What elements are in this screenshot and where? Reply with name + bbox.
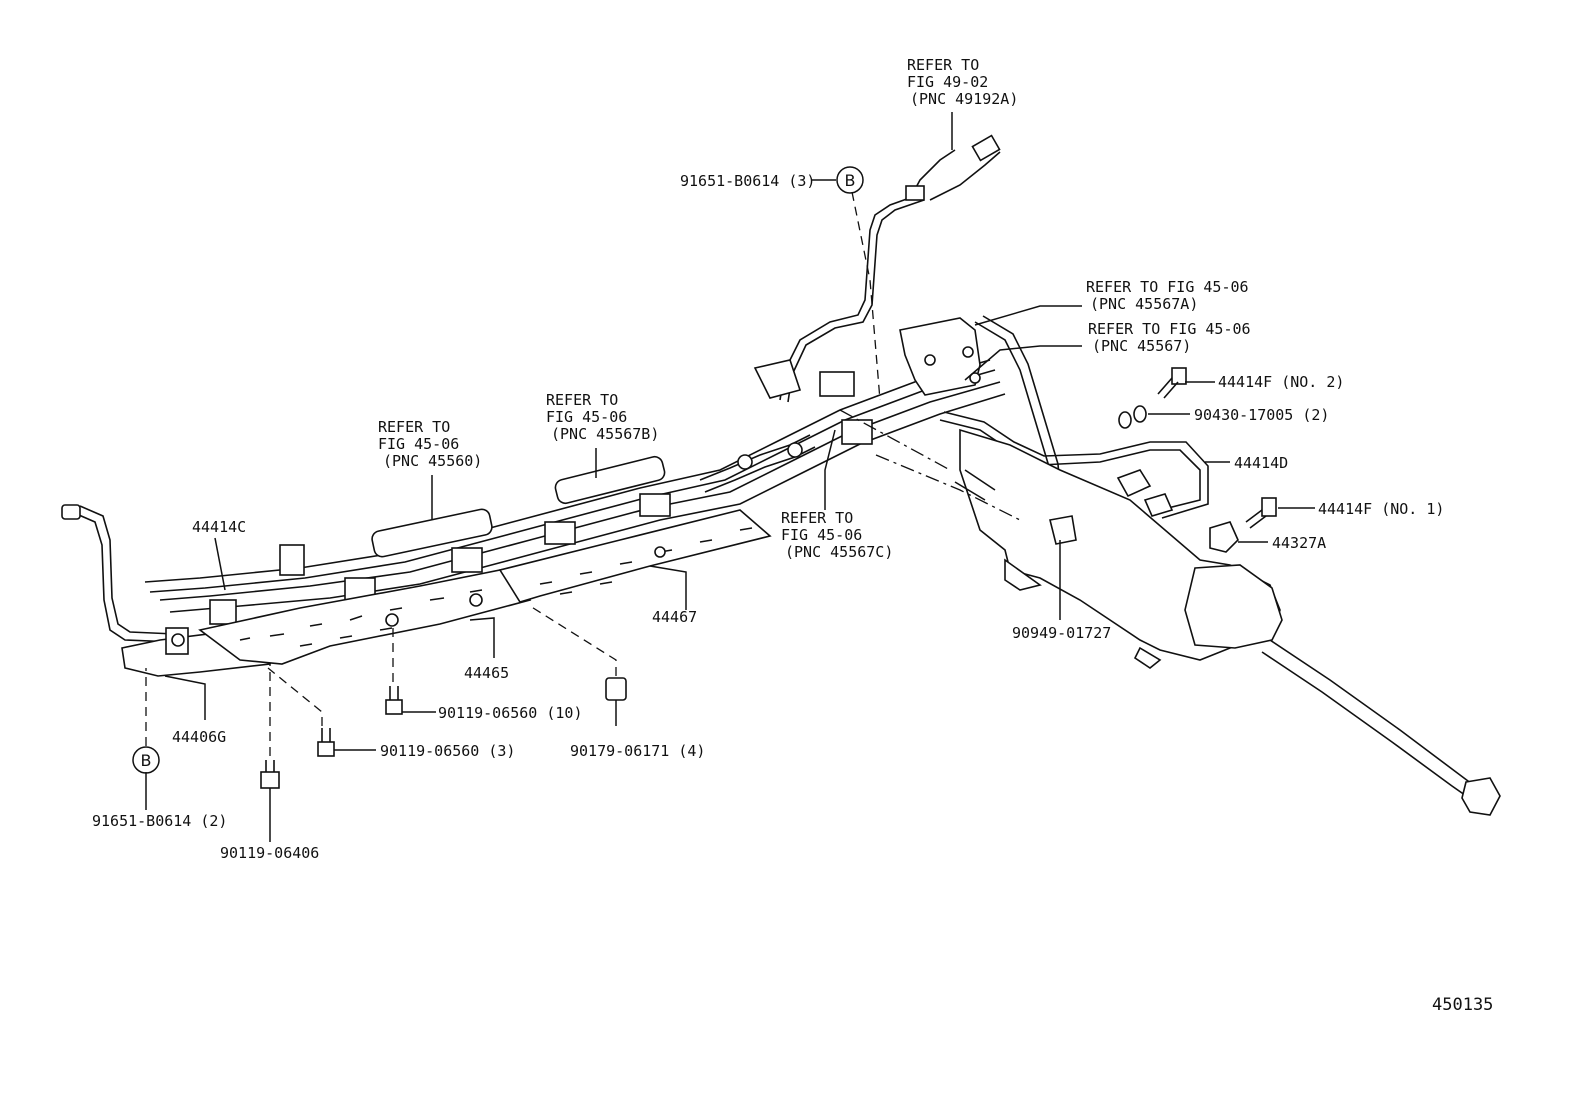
refer-45560-line3: (PNC 45560) [383, 452, 482, 470]
label-90119-3: 90119-06560 (3) [380, 742, 515, 760]
refer-45560-line1: REFER TO [378, 418, 450, 436]
label-90430: 90430-17005 (2) [1194, 406, 1329, 424]
refer-45567b-line3: (PNC 45567B) [551, 425, 659, 443]
refer-45567-line2: (PNC 45567) [1092, 337, 1191, 355]
svg-text:B: B [141, 751, 152, 770]
center-hoses [699, 359, 816, 493]
refer-45567a-line2: (PNC 45567A) [1090, 295, 1198, 313]
svg-text:B: B [845, 171, 856, 190]
label-90949: 90949-01727 [1012, 624, 1111, 642]
label-90179: 90179-06171 (4) [570, 742, 705, 760]
nut-90179 [605, 677, 627, 701]
label-90119-06406: 90119-06406 [220, 844, 319, 862]
leader-lines [145, 112, 1315, 842]
refer-49-02-line2: FIG 49-02 [907, 73, 988, 91]
refer-45567c-line2: FIG 45-06 [781, 526, 862, 544]
bolt-90119-3 [317, 728, 335, 757]
marker-b-top: B [836, 166, 864, 194]
label-91651-top: 91651-B0614 (3) [680, 172, 815, 190]
label-91651-bottom: 91651-B0614 (2) [92, 812, 227, 830]
fastener-44414f-no1 [1245, 497, 1277, 529]
refer-49-02-line1: REFER TO [907, 56, 979, 74]
label-44414f-no1: 44414F (NO. 1) [1318, 500, 1444, 518]
tie-rod [1261, 639, 1501, 816]
label-44327a: 44327A [1272, 534, 1326, 552]
support-bracket [899, 317, 981, 396]
refer-45567-line1: REFER TO FIG 45-06 [1088, 320, 1251, 338]
label-44414c: 44414C [192, 518, 246, 536]
refer-45567c-line3: (PNC 45567C) [785, 543, 893, 561]
return-hose [779, 134, 1001, 403]
bolt-90119-06406 [260, 760, 280, 789]
figure-number: 450135 [1432, 995, 1493, 1015]
label-44414f-no2: 44414F (NO. 2) [1218, 373, 1344, 391]
tube-44414d [939, 315, 1209, 531]
label-44406g: 44406G [172, 728, 226, 746]
fastener-44414f-no2 [1157, 367, 1187, 399]
refer-45567a-line1: REFER TO FIG 45-06 [1086, 278, 1249, 296]
label-44465: 44465 [464, 664, 509, 682]
washers-90430 [1118, 405, 1147, 429]
bolt-90119-10 [385, 686, 403, 715]
refer-45567b-line1: REFER TO [546, 391, 618, 409]
protector-plate-44467 [498, 509, 772, 603]
part-labels: REFER TO FIG 49-02 (PNC 49192A) 91651-B0… [92, 56, 1493, 1015]
label-90119-10: 90119-06560 (10) [438, 704, 583, 722]
label-44467: 44467 [652, 608, 697, 626]
label-44414d: 44414D [1234, 454, 1288, 472]
refer-45567b-line2: FIG 45-06 [546, 408, 627, 426]
steering-gear-housing [954, 428, 1283, 669]
pressure-tubes-left [61, 359, 1006, 643]
clamp-90949 [1049, 515, 1077, 545]
refer-45567c-line1: REFER TO [781, 509, 853, 527]
refer-49-02-line3: (PNC 49192A) [910, 90, 1018, 108]
marker-b-bottom: B [132, 746, 160, 774]
protector-plate-44465 [198, 567, 532, 665]
steering-rack-illustration [61, 134, 1501, 816]
refer-45560-line2: FIG 45-06 [378, 435, 459, 453]
grommet-44327a [1209, 521, 1239, 553]
